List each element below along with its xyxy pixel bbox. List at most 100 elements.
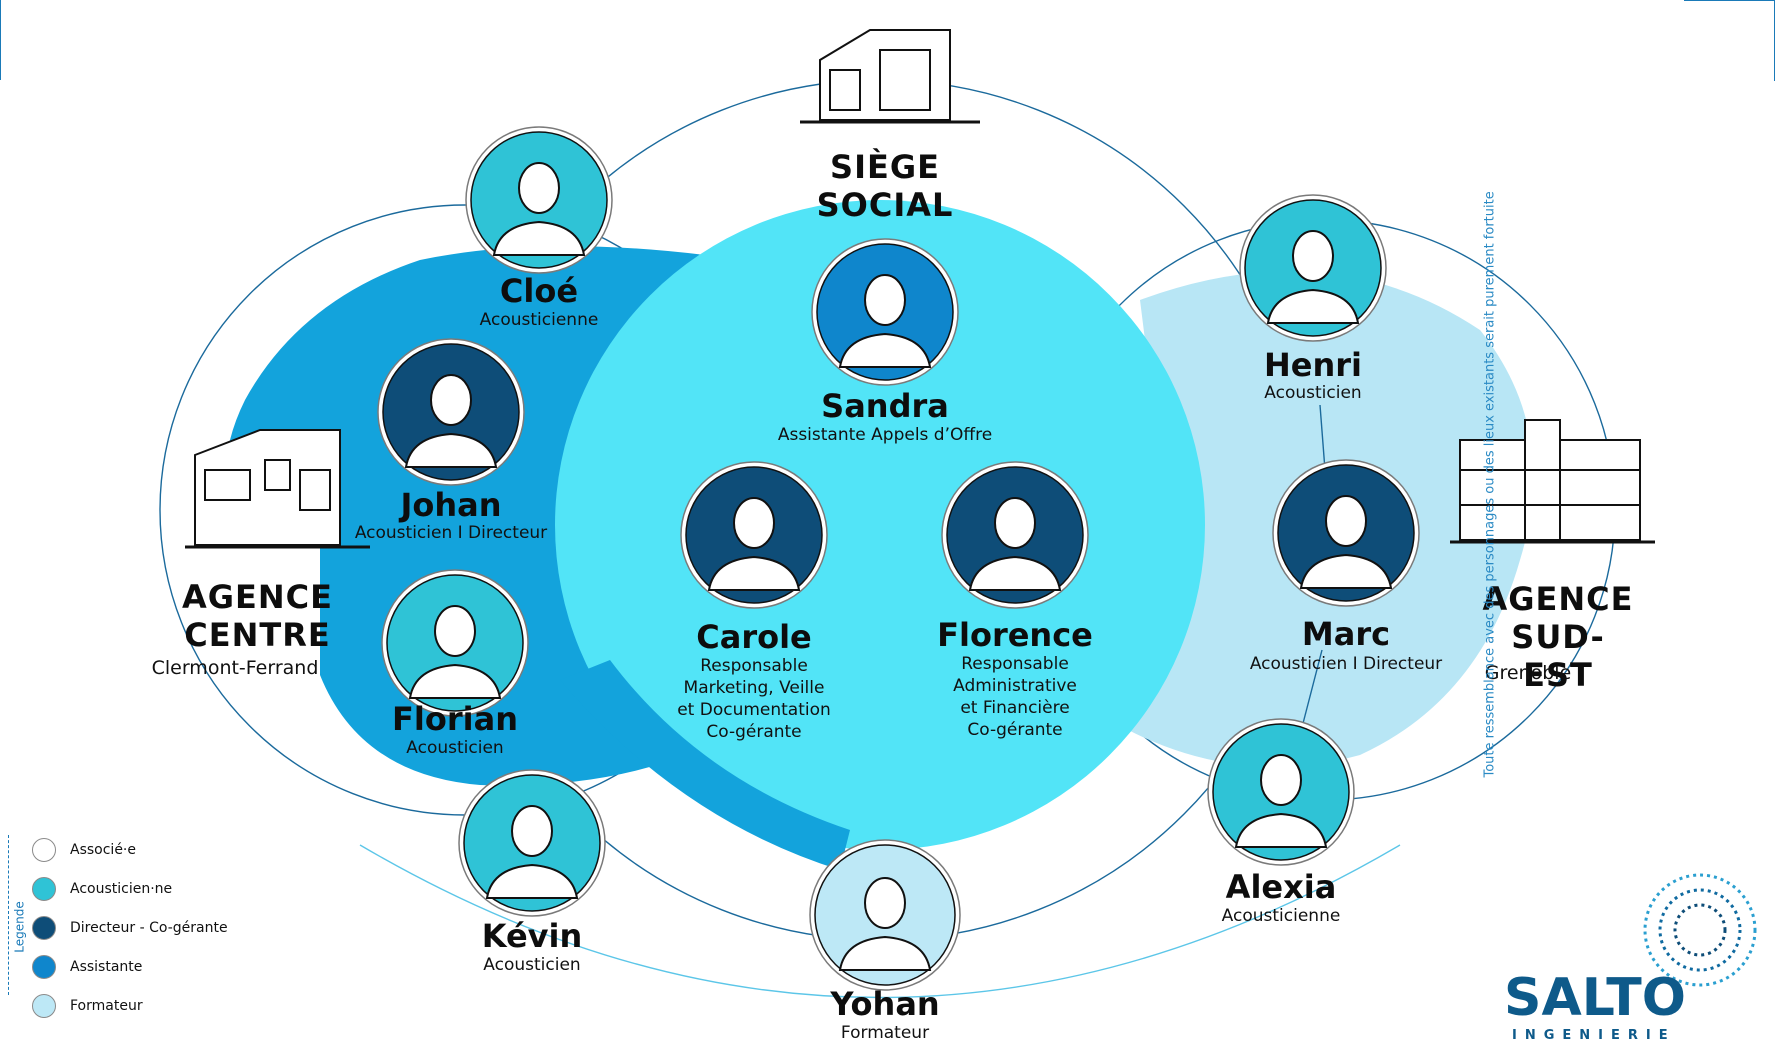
avatars bbox=[377, 126, 1420, 991]
person-role-marc: Acousticien I Directeur bbox=[1249, 654, 1443, 674]
legend-item-assistante: Assistante bbox=[32, 955, 142, 979]
siege-blob bbox=[555, 200, 1205, 850]
person-role-alexia: Acousticienne bbox=[1221, 906, 1341, 926]
shoulders-icon bbox=[404, 432, 498, 468]
person-role-sandra: Assistante Appels d’Offre bbox=[777, 425, 993, 445]
shoulders-icon bbox=[1234, 812, 1328, 848]
carole-role-line: Responsable bbox=[700, 656, 808, 676]
shoulders-icon bbox=[707, 555, 801, 591]
sudest-city: Grenoble bbox=[1484, 662, 1572, 684]
person-name-johan: Johan bbox=[400, 486, 502, 524]
legend-item-formateur: Formateur bbox=[32, 994, 143, 1018]
centre-city: Clermont-Ferrand bbox=[151, 657, 319, 679]
person-role-florian: Acousticien bbox=[406, 738, 504, 758]
centre-building bbox=[185, 429, 370, 549]
shoulders-icon bbox=[408, 663, 502, 699]
face-icon bbox=[430, 374, 472, 426]
person-role-yohan: Formateur bbox=[840, 1023, 930, 1043]
face-icon bbox=[1292, 230, 1334, 282]
florence-role-line: Responsable bbox=[961, 654, 1069, 674]
florence-role-line: et Financière bbox=[960, 698, 1070, 718]
legend-formateur-swatch-icon bbox=[32, 994, 56, 1018]
legend-title: Legende bbox=[12, 901, 27, 953]
centre-title-line1: AGENCE bbox=[181, 578, 333, 616]
sudest-building bbox=[1450, 419, 1655, 544]
centre-tail bbox=[560, 660, 850, 870]
buildings bbox=[185, 29, 1655, 549]
person-name-sandra: Sandra bbox=[821, 387, 949, 425]
face-icon bbox=[864, 274, 906, 326]
sudest-title-line1: AGENCE bbox=[1482, 580, 1634, 618]
legend-label: Associé·e bbox=[70, 842, 136, 858]
legend-item-acousticien: Acousticien·ne bbox=[32, 877, 172, 901]
disclaimer: Toute ressemblance avec des personnages … bbox=[1482, 191, 1498, 778]
carole-role-line: Marketing, Veille bbox=[683, 678, 825, 698]
avatar-florian bbox=[381, 569, 529, 717]
shoulders-icon bbox=[1299, 553, 1393, 589]
bottom-arc bbox=[359, 844, 1401, 999]
carole-role-line: Co-gérante bbox=[706, 722, 802, 742]
henri-marc-line bbox=[1319, 404, 1326, 471]
avatar-henri bbox=[1239, 194, 1387, 342]
person-name-kevin: Kévin bbox=[481, 917, 583, 955]
florence-role-line: Administrative bbox=[953, 676, 1077, 696]
face-icon bbox=[518, 162, 560, 214]
legend-acousticien-swatch-icon bbox=[32, 877, 56, 901]
legend-directeur-swatch-icon bbox=[32, 916, 56, 940]
logo-mark bbox=[1643, 873, 1757, 987]
face-icon bbox=[1260, 754, 1302, 806]
siege-title: SIÈGE SOCIAL bbox=[816, 148, 954, 224]
shoulders-icon bbox=[838, 935, 932, 971]
shoulders-icon bbox=[1266, 288, 1360, 324]
face-icon bbox=[434, 605, 476, 657]
connector-lines bbox=[1299, 404, 1326, 736]
legend-label: Directeur - Co-gérante bbox=[70, 920, 228, 936]
centre-title-line2: CENTRE bbox=[184, 616, 331, 654]
avatar-johan bbox=[377, 338, 525, 486]
person-name-florence: Florence bbox=[937, 616, 1093, 654]
face-icon bbox=[733, 497, 775, 549]
avatar-yohan bbox=[809, 839, 961, 991]
person-name-marc: Marc bbox=[1301, 615, 1391, 653]
shoulders-icon bbox=[838, 332, 932, 368]
shoulders-icon bbox=[485, 863, 579, 899]
avatar-carole bbox=[680, 461, 828, 609]
person-role-carole: Responsable Marketing, Veille et Documen… bbox=[654, 655, 854, 743]
florence-role-line: Co-gérante bbox=[967, 720, 1063, 740]
logo-sub: INGENIERIE bbox=[1512, 1028, 1676, 1043]
marc-alexia-line bbox=[1299, 649, 1323, 736]
person-role-kevin: Acousticien bbox=[483, 955, 581, 975]
person-name-henri: Henri bbox=[1263, 346, 1363, 384]
person-name-alexia: Alexia bbox=[1225, 868, 1337, 906]
legend-assistante-swatch-icon bbox=[32, 955, 56, 979]
person-role-florence: Responsable Administrative et Financière… bbox=[915, 653, 1115, 741]
person-role-johan: Acousticien I Directeur bbox=[354, 523, 548, 543]
shoulders-icon bbox=[968, 555, 1062, 591]
legend-label: Formateur bbox=[70, 998, 143, 1014]
legend-item-directeur: Directeur - Co-gérante bbox=[32, 916, 228, 940]
avatar-sandra bbox=[811, 238, 959, 386]
logo-word: SALTO bbox=[1504, 968, 1686, 1028]
shoulders-icon bbox=[492, 220, 586, 256]
person-name-carole: Carole bbox=[696, 618, 812, 656]
person-name-florian: Florian bbox=[392, 700, 518, 738]
centre-title: AGENCE CENTRE bbox=[175, 578, 340, 654]
sudest-title: AGENCE SUD-EST bbox=[1478, 580, 1638, 694]
face-icon bbox=[1325, 495, 1367, 547]
carole-role-line: et Documentation bbox=[677, 700, 831, 720]
person-name-yohan: Yohan bbox=[830, 985, 940, 1023]
person-role-henri: Acousticien bbox=[1264, 383, 1362, 403]
person-role-cloe: Acousticienne bbox=[479, 310, 599, 330]
avatar-alexia bbox=[1207, 718, 1355, 866]
face-icon bbox=[994, 497, 1036, 549]
avatar-florence bbox=[941, 461, 1089, 609]
avatar-cloe bbox=[465, 126, 613, 274]
legend-item-associe: Associé·e bbox=[32, 838, 136, 862]
legend-associe-swatch-icon bbox=[32, 838, 56, 862]
legend-label: Assistante bbox=[70, 959, 143, 975]
corner-mark-right bbox=[1684, 0, 1775, 81]
person-name-cloe: Cloé bbox=[499, 272, 579, 310]
face-icon bbox=[511, 805, 553, 857]
corner-mark-left bbox=[0, 0, 11, 80]
